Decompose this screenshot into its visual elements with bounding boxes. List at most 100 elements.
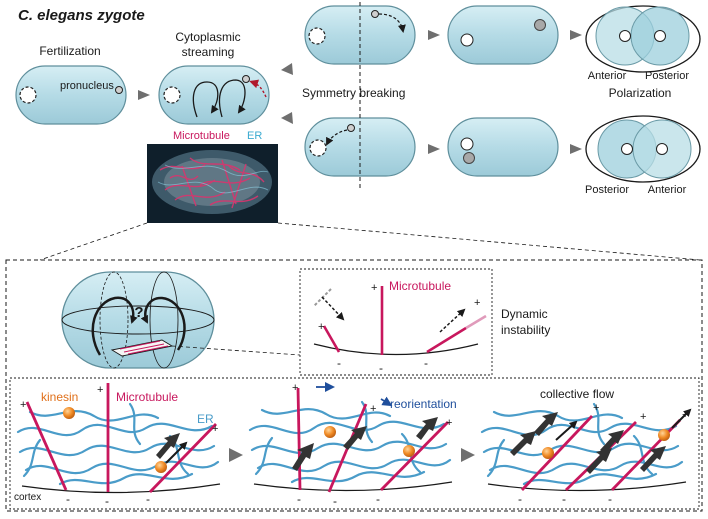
question-mark: ? — [134, 304, 143, 321]
arrow-gray-bottom-2 — [570, 144, 582, 154]
sign-minus-inset-center: - — [379, 361, 383, 375]
sign-plus-inset-right: + — [474, 297, 480, 309]
label-cytoplasmic-2: streaming — [182, 45, 235, 59]
arrow-gray-bottom-panel-2 — [461, 448, 475, 462]
label-kinesin: kinesin — [41, 390, 78, 404]
label-dynamic: Dynamic — [501, 307, 548, 321]
connector-right — [277, 222, 701, 261]
connector-left — [39, 222, 148, 261]
arrow-gray-1 — [138, 90, 150, 100]
bottom-panel-frame — [5, 259, 703, 512]
label-anterior-bottom: Anterior — [648, 184, 687, 196]
label-anterior-top: Anterior — [588, 70, 627, 82]
sign-minus-a-center: - — [105, 494, 109, 508]
label-fertilization: Fertilization — [39, 44, 100, 58]
sign-minus-b-right: - — [376, 492, 380, 506]
pronucleus-gray-bottom — [463, 152, 475, 164]
label-er-bottom: ER — [197, 412, 214, 426]
label-cytoplasmic-1: Cytoplasmic — [175, 30, 240, 44]
label-cortex: cortex — [14, 492, 41, 503]
panel-collective-flow — [480, 402, 692, 492]
arrow-shrink — [321, 296, 345, 321]
sperm-pronucleus-bottom — [347, 124, 355, 132]
arrow-gray-down — [281, 112, 293, 124]
maternal-pronucleus-dashed — [19, 86, 37, 104]
arrow-gray-top-2 — [570, 30, 582, 40]
panel-kinesin — [16, 383, 221, 494]
label-symmetry-breaking: Symmetry breaking — [302, 86, 405, 100]
label-posterior-top: Posterior — [645, 70, 689, 82]
inset-cortex — [313, 343, 479, 356]
dashed-arrow-bottom — [326, 129, 348, 146]
streaming-loop-2 — [218, 79, 246, 118]
nucleus-anterior-bottom — [656, 143, 668, 155]
nucleus-posterior-bottom — [621, 143, 633, 155]
cell-bottom-migrated — [447, 117, 559, 177]
mt-inset-left — [322, 325, 341, 353]
sign-plus-c-right: + — [682, 409, 688, 421]
sign-plus-a-right: + — [212, 423, 218, 435]
mt-inset-right — [426, 326, 467, 354]
label-posterior-bottom: Posterior — [585, 184, 629, 196]
sign-minus-a-right: - — [146, 492, 150, 506]
sign-minus-c-left: - — [518, 492, 522, 506]
sign-plus-c-center: + — [640, 411, 646, 423]
micrograph — [147, 144, 278, 223]
pronucleus-white-bottom — [460, 137, 474, 151]
inset-dynamic-frame — [299, 268, 493, 376]
pronucleus-white-top — [460, 33, 474, 47]
cell-bottom-symmetry — [304, 117, 416, 177]
panel-reorientation — [248, 382, 453, 493]
pronucleus-dashed-top — [308, 27, 326, 45]
sign-plus-b-right: + — [446, 417, 452, 429]
sign-plus-a-center: + — [97, 384, 103, 396]
maternal-pronucleus-dashed-2 — [163, 86, 181, 104]
micrograph-label-microtubule: Microtubule — [173, 130, 230, 142]
figure-title: C. elegans zygote — [18, 7, 145, 24]
sign-minus-c-center: - — [562, 492, 566, 506]
outline-polarized-bottom — [585, 115, 701, 183]
sign-minus-b-left: - — [297, 492, 301, 506]
sign-plus-b-left: + — [292, 382, 298, 394]
pronucleus-gray-top — [534, 19, 546, 31]
label-instability: instability — [501, 323, 550, 337]
sign-minus-a-left: - — [66, 492, 70, 506]
sign-plus-a-left: + — [20, 399, 26, 411]
sign-minus-inset-right: - — [424, 356, 428, 370]
outline-polarized-top — [585, 5, 701, 73]
sign-plus-b-center: + — [370, 403, 376, 415]
pronucleus-dashed-bottom — [309, 139, 327, 157]
streaming-loop-1 — [192, 81, 219, 118]
sign-minus-b-center: - — [333, 494, 337, 508]
connector-inset — [171, 345, 301, 356]
sperm-pronucleus — [115, 86, 123, 94]
label-microtubule-inset: Microtubule — [389, 279, 451, 293]
sperm-pronucleus-top — [371, 10, 379, 18]
sign-plus-inset-center: + — [371, 282, 377, 294]
dashed-arrow-top — [378, 13, 406, 33]
cell-top-migrated — [447, 5, 559, 65]
nucleus-posterior-top — [654, 30, 666, 42]
cell-fertilization — [15, 65, 127, 125]
mt-inset-right-growth — [465, 314, 487, 330]
arrow-gray-bottom-1 — [428, 144, 440, 154]
sign-plus-inset-left: + — [318, 321, 324, 333]
sign-minus-c-right: - — [608, 492, 612, 506]
label-polarization: Polarization — [609, 86, 672, 100]
arrow-grow — [439, 308, 466, 333]
nucleus-anterior-top — [619, 30, 631, 42]
sperm-pronucleus-2 — [242, 75, 250, 83]
red-dashed-arrow — [249, 79, 267, 98]
bottom-row-frame — [9, 377, 700, 510]
label-reorientation: reorientation — [390, 397, 457, 411]
cell-3d — [61, 271, 215, 369]
arrow-gray-bottom-panel-1 — [229, 448, 243, 462]
arrow-gray-up — [281, 63, 293, 75]
label-collective-flow: collective flow — [540, 387, 614, 401]
label-microtubule-bottom: Microtubule — [116, 390, 178, 404]
sign-plus-c-left: + — [593, 402, 599, 414]
label-pronucleus: pronucleus — [60, 80, 114, 92]
micrograph-label-er: ER — [247, 130, 262, 142]
